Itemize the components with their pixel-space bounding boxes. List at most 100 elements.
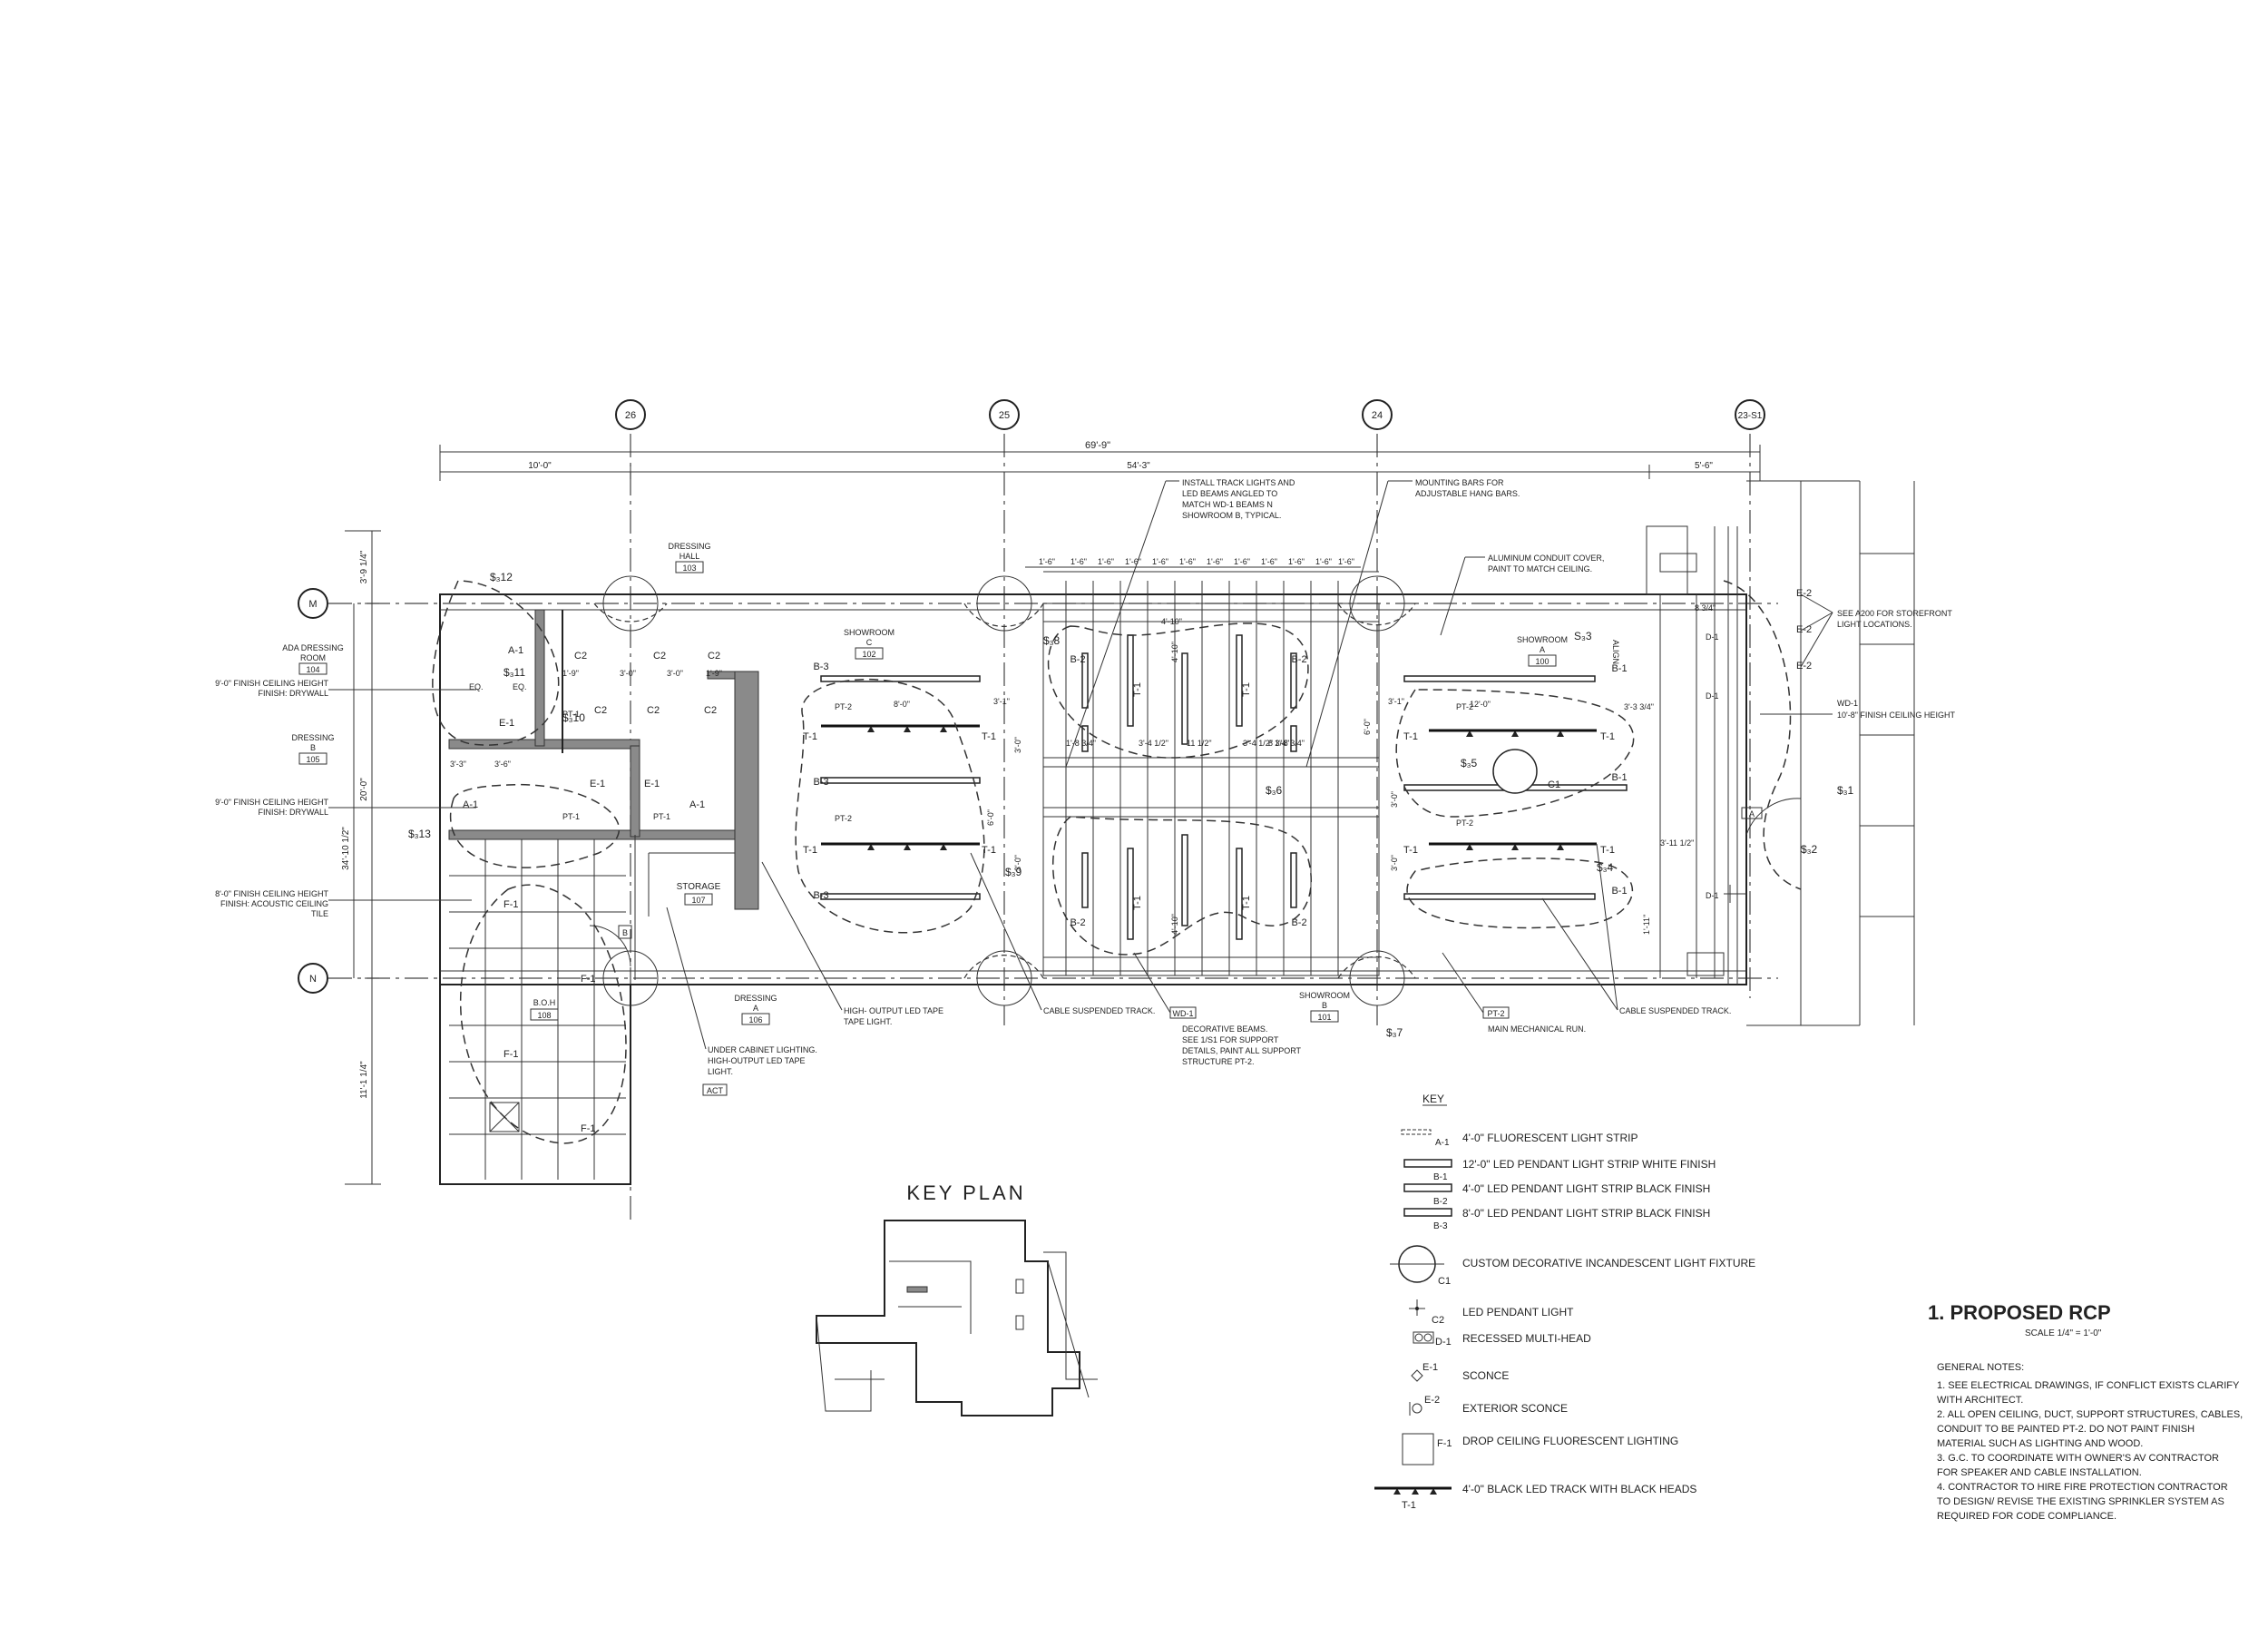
svg-text:B-3: B-3 — [813, 662, 828, 672]
svg-text:T-1: T-1 — [1241, 896, 1252, 910]
acoustic-ceiling-grid — [449, 839, 626, 1180]
svg-text:LIGHT LOCATIONS.: LIGHT LOCATIONS. — [1837, 620, 1912, 629]
svg-text:EXTERIOR SCONCE: EXTERIOR SCONCE — [1462, 1402, 1568, 1415]
svg-text:E-1: E-1 — [590, 779, 605, 789]
svg-text:T-1: T-1 — [1600, 845, 1615, 856]
callout-led-tape: HIGH- OUTPUT LED TAPE TAPE LIGHT. — [761, 861, 943, 1026]
svg-text:3'-9 1/4": 3'-9 1/4" — [359, 550, 369, 583]
svg-text:54'-3": 54'-3" — [1127, 461, 1150, 471]
legend-c1: C1 CUSTOM DECORATIVE INCANDESCENT LIGHT … — [1390, 1245, 1755, 1287]
svg-text:CABLE SUSPENDED TRACK.: CABLE SUSPENDED TRACK. — [1043, 1006, 1155, 1015]
dressing-room-partitions: B — [448, 609, 759, 980]
legend-c2: C2 LED PENDANT LIGHT — [1409, 1299, 1574, 1326]
svg-text:3'-0": 3'-0" — [1390, 855, 1399, 871]
beam-spacing-dims: 1'-6" 1'-6" 1'-6" 1'-6" 1'-6" 1'-6" 1'-6… — [1025, 557, 1361, 935]
svg-text:WD-1: WD-1 — [1837, 699, 1858, 708]
svg-text:3'-3": 3'-3" — [450, 760, 466, 769]
svg-text:11'-1 1/4": 11'-1 1/4" — [359, 1061, 369, 1099]
svg-text:8'-0" LED PENDANT LIGHT STRIP: 8'-0" LED PENDANT LIGHT STRIP BLACK FINI… — [1462, 1207, 1710, 1220]
grid-bubble-25: 25 — [989, 399, 1020, 430]
svg-text:1'-6": 1'-6" — [1125, 557, 1141, 566]
svg-text:$₃13: $₃13 — [408, 828, 431, 840]
svg-text:B-3: B-3 — [813, 777, 828, 788]
svg-text:2. ALL OPEN CEILING, DUCT, SUP: 2. ALL OPEN CEILING, DUCT, SUPPORT STRUC… — [1937, 1409, 2243, 1420]
dimension-strings: 69'-9" 10'-0" 54'-3" 5'-6" 3'-9 1/4" 20'… — [341, 440, 1761, 1185]
svg-text:B-2: B-2 — [1070, 917, 1085, 928]
svg-text:TILE: TILE — [311, 909, 328, 918]
svg-text:FINISH: ACOUSTIC CEILING: FINISH: ACOUSTIC CEILING — [220, 899, 328, 908]
svg-text:C2: C2 — [704, 705, 717, 716]
svg-text:12'-0" LED PENDANT LIGHT STRIP: 12'-0" LED PENDANT LIGHT STRIP WHITE FIN… — [1462, 1158, 1716, 1171]
svg-text:GENERAL NOTES:: GENERAL NOTES: — [1937, 1362, 2024, 1373]
svg-text:4'-0" BLACK LED TRACK WITH BLA: 4'-0" BLACK LED TRACK WITH BLACK HEADS — [1462, 1483, 1696, 1495]
svg-text:1'-8 3/4": 1'-8 3/4" — [1066, 739, 1096, 748]
svg-text:3'-1": 3'-1" — [1388, 697, 1404, 706]
svg-text:S₃3: S₃3 — [1574, 630, 1592, 642]
svg-text:102: 102 — [862, 650, 875, 659]
svg-text:HIGH- OUTPUT LED TAPE: HIGH- OUTPUT LED TAPE — [844, 1006, 943, 1015]
svg-text:A: A — [1540, 645, 1545, 654]
svg-text:MATCH WD-1 BEAMS N: MATCH WD-1 BEAMS N — [1182, 500, 1273, 509]
svg-text:3'-0": 3'-0" — [1013, 737, 1022, 753]
drawing-title: 1. PROPOSED RCP — [1928, 1301, 2111, 1324]
ceiling-height-notes: 9'-0" FINISH CEILING HEIGHT FINISH: DRYW… — [215, 679, 1955, 918]
svg-text:TO DESIGN/ REVISE THE EXISTING: TO DESIGN/ REVISE THE EXISTING SPRINKLER… — [1937, 1496, 2224, 1507]
svg-text:1'-6": 1'-6" — [1315, 557, 1332, 566]
svg-text:C2: C2 — [574, 651, 587, 662]
svg-text:6'-0": 6'-0" — [986, 809, 995, 826]
svg-text:ADJUSTABLE HANG BARS.: ADJUSTABLE HANG BARS. — [1415, 489, 1520, 498]
svg-text:3'-4 1/2": 3'-4 1/2" — [1139, 739, 1168, 748]
svg-text:F-1: F-1 — [581, 974, 596, 985]
svg-text:3'-4 1/2": 3'-4 1/2" — [1243, 739, 1273, 748]
svg-text:E-1: E-1 — [644, 779, 660, 789]
svg-text:A-1: A-1 — [1435, 1138, 1450, 1148]
svg-text:1'-6": 1'-6" — [1234, 557, 1250, 566]
svg-text:B: B — [1322, 1001, 1327, 1010]
svg-text:C1: C1 — [1548, 779, 1560, 790]
svg-text:B-2: B-2 — [1070, 654, 1085, 665]
svg-text:T-1: T-1 — [803, 845, 817, 856]
svg-text:T-1: T-1 — [982, 731, 996, 742]
svg-text:T-1: T-1 — [1600, 731, 1615, 742]
svg-text:1. SEE ELECTRICAL DRAWINGS, IF: 1. SEE ELECTRICAL DRAWINGS, IF CONFLICT … — [1937, 1380, 2240, 1391]
svg-text:B: B — [310, 743, 316, 752]
svg-text:20'-0": 20'-0" — [359, 778, 369, 801]
svg-text:B-1: B-1 — [1611, 772, 1627, 783]
svg-text:E-2: E-2 — [1796, 588, 1812, 599]
svg-text:3'-0": 3'-0" — [620, 669, 636, 678]
svg-text:ALIGN: ALIGN — [1611, 640, 1620, 664]
svg-text:3'-3 3/4": 3'-3 3/4" — [1624, 702, 1654, 711]
svg-text:A: A — [753, 1004, 758, 1013]
grid-bubble-23-s1: 23-S1 — [1735, 399, 1765, 430]
showroom-c-fixtures — [820, 675, 981, 900]
svg-text:1'-6": 1'-6" — [1207, 557, 1223, 566]
align-note: ALIGN — [1611, 640, 1620, 664]
svg-text:RECESSED MULTI-HEAD: RECESSED MULTI-HEAD — [1462, 1332, 1591, 1345]
svg-text:D-1: D-1 — [1435, 1337, 1452, 1348]
svg-text:$₃11: $₃11 — [503, 666, 525, 679]
svg-text:LED BEAMS ANGLED TO: LED BEAMS ANGLED TO — [1182, 489, 1277, 498]
svg-text:T-1: T-1 — [982, 845, 996, 856]
grid-bubble-m: M — [298, 588, 328, 619]
svg-text:DRESSING: DRESSING — [291, 733, 334, 742]
legend-b1: B-1 12'-0" LED PENDANT LIGHT STRIP WHITE… — [1403, 1158, 1716, 1182]
callout-mounting-bars: MOUNTING BARS FOR ADJUSTABLE HANG BARS. — [1305, 478, 1520, 768]
callout-cable-track-left: CABLE SUSPENDED TRACK. — [970, 852, 1155, 1015]
svg-text:3. G.C. TO COORDINATE WITH OWN: 3. G.C. TO COORDINATE WITH OWNER'S AV CO… — [1937, 1453, 2219, 1464]
act-tag: ACT — [702, 1083, 728, 1096]
svg-text:4. CONTRACTOR TO HIRE FIRE PRO: 4. CONTRACTOR TO HIRE FIRE PROTECTION CO… — [1937, 1482, 2228, 1493]
svg-text:104: 104 — [306, 665, 319, 674]
legend-t1: T-1 4'-0" BLACK LED TRACK WITH BLACK HEA… — [1374, 1483, 1696, 1511]
svg-text:DRESSING: DRESSING — [668, 542, 710, 551]
svg-text:A-1: A-1 — [508, 645, 523, 656]
svg-text:F-1: F-1 — [581, 1123, 596, 1134]
svg-text:SHOWROOM: SHOWROOM — [844, 628, 894, 637]
room-tag-showroom-c: SHOWROOM C 102 — [844, 628, 894, 660]
svg-text:4'-10": 4'-10" — [1170, 642, 1179, 662]
svg-text:ROOM: ROOM — [300, 653, 326, 662]
callout-track-lights: INSTALL TRACK LIGHTS AND LED BEAMS ANGLE… — [1065, 478, 1295, 768]
svg-text:3'-0": 3'-0" — [1013, 855, 1022, 871]
showroom-a-fixtures — [1403, 675, 1628, 900]
